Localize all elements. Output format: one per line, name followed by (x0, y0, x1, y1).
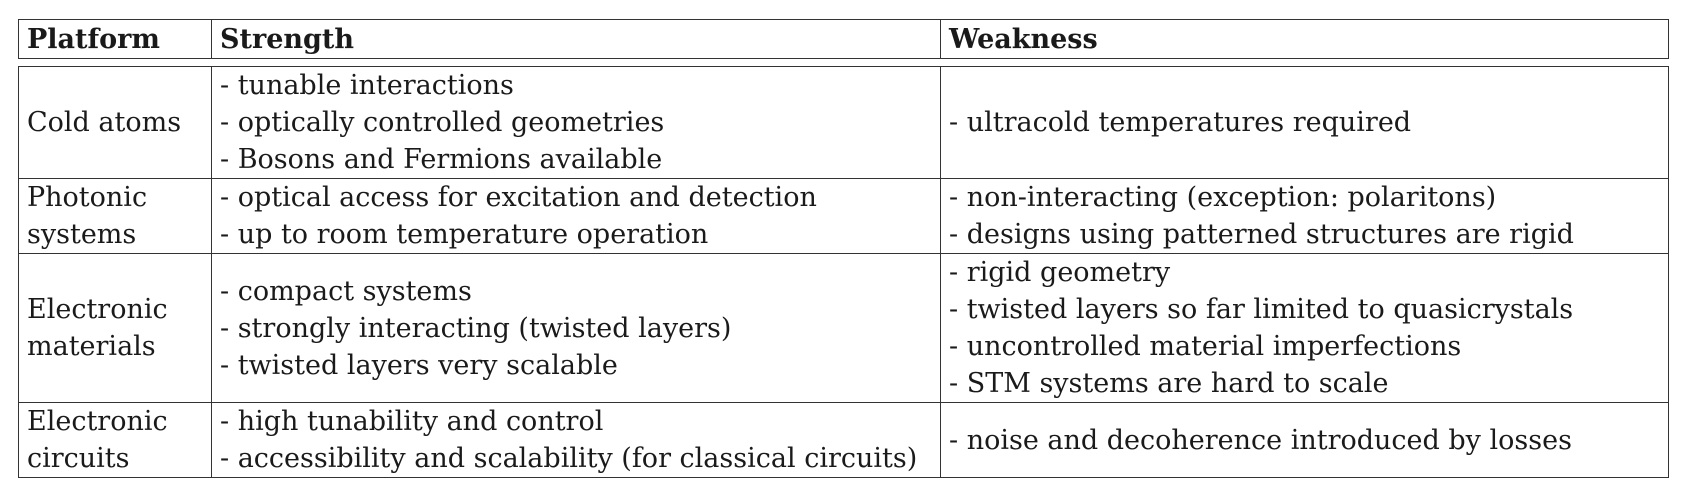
weakness-item: - rigid geometry (949, 257, 1171, 288)
strength-item: - optical access for excitation and dete… (220, 182, 817, 213)
strength-item: - twisted layers very scalable (220, 349, 618, 381)
weakness-cell: - noise and decoherence introduced by lo… (940, 402, 1669, 478)
weakness-cell: - rigid geometry - twisted layers so far… (940, 253, 1669, 403)
platform-line: Electronic (27, 294, 168, 325)
header-weakness: Weakness (940, 19, 1669, 59)
header-platform: Platform (18, 19, 212, 59)
platform-cell: Electronic materials (18, 253, 212, 403)
weakness-item: - non-interacting (exception: polaritons… (949, 182, 1497, 213)
platform-cell: Photonic systems (18, 178, 212, 254)
comparison-table: Cold atoms - tunable interactions - opti… (18, 66, 1669, 478)
weakness-cell: - non-interacting (exception: polaritons… (940, 178, 1669, 254)
weakness-item: - twisted layers so far limited to quasi… (949, 294, 1574, 325)
platform-line: Electronic (27, 406, 168, 437)
header-strength: Strength (211, 19, 941, 59)
platform-cell: Electronic circuits (18, 402, 212, 478)
table-row: Electronic materials - compact systems -… (18, 253, 1669, 403)
weakness-cell: - ultracold temperatures required (940, 66, 1669, 179)
strength-item: - strongly interacting (twisted layers) (220, 312, 732, 344)
weakness-item: - designs using patterned structures are… (949, 219, 1574, 250)
table-row: Cold atoms - tunable interactions - opti… (18, 66, 1669, 179)
strength-item: - up to room temperature operation (220, 219, 709, 250)
weakness-item: - ultracold temperatures required (949, 107, 1412, 138)
table-header: Platform Strength Weakness (18, 19, 1669, 59)
table-row: Electronic circuits - high tunability an… (18, 402, 1669, 478)
weakness-item: - noise and decoherence introduced by lo… (949, 424, 1572, 456)
strength-item: - tunable interactions (220, 70, 514, 101)
strength-cell: - tunable interactions - optically contr… (211, 66, 941, 179)
platform-line: circuits (27, 443, 130, 474)
platform-cell: Cold atoms (18, 66, 212, 179)
strength-item: - Bosons and Fermions available (220, 144, 663, 175)
platform-line: Photonic (27, 182, 148, 213)
strength-cell: - optical access for excitation and dete… (211, 178, 941, 254)
strength-item: - accessibility and scalability (for cla… (220, 443, 918, 474)
platform-line: Cold atoms (27, 107, 182, 138)
platform-line: systems (27, 219, 137, 250)
strength-cell: - compact systems - strongly interacting… (211, 253, 941, 403)
weakness-item: - uncontrolled material imperfections (949, 331, 1462, 362)
strength-item: - high tunability and control (220, 406, 604, 437)
table-row: Photonic systems - optical access for ex… (18, 178, 1669, 254)
strength-item: - compact systems (220, 275, 472, 307)
header-row: Platform Strength Weakness (18, 19, 1669, 59)
weakness-item: - STM systems are hard to scale (949, 368, 1389, 399)
platform-line: materials (27, 331, 156, 362)
strength-item: - optically controlled geometries (220, 107, 665, 138)
strength-cell: - high tunability and control - accessib… (211, 402, 941, 478)
